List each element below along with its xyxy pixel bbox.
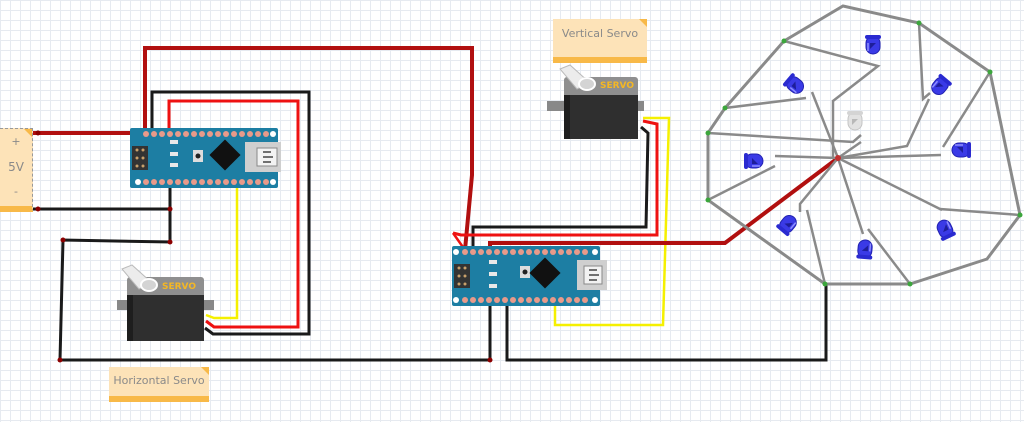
led-blue[interactable] [781,71,808,98]
power-supply-note[interactable]: + 5V - [0,128,33,212]
vertical-servo-label: Vertical Servo [561,27,639,40]
power-plus-label: + [11,135,21,148]
wire-arduino2-to-led-ground[interactable] [505,284,828,362]
node-dot [705,197,711,203]
led-blue[interactable] [933,216,958,243]
joint-dot [167,239,173,245]
joint-dot [35,206,41,212]
led-blue[interactable] [951,141,972,159]
led-wire[interactable] [707,164,776,202]
node-dot [705,130,711,136]
led-center-node [835,155,841,161]
led-blue[interactable] [855,238,875,261]
node-dot [822,281,828,287]
led-blue[interactable] [864,34,882,55]
horizontal-servo-label: Horizontal Servo [113,374,205,387]
led-wire[interactable] [724,96,807,110]
note-fold-icon [639,19,647,27]
led-center-wire[interactable] [837,140,862,160]
note-fold-icon [24,129,32,137]
power-voltage-label: 5V [8,160,24,174]
node-dot [722,105,728,111]
node-dot [781,38,787,44]
wire-arduino1-signal-to-hservo[interactable] [205,186,239,320]
led-wire[interactable] [805,209,827,285]
wire-arduino1-5v-to-hservo[interactable] [167,99,300,329]
joint-dot [60,237,66,243]
led-center-wire[interactable] [798,157,839,212]
node-dot [1017,212,1023,218]
joint-dot [167,206,173,212]
led-center-wire[interactable] [837,156,943,212]
led-white[interactable] [846,110,864,131]
led-wire[interactable] [939,207,1021,217]
node-dot [907,281,913,287]
led-outer-ring[interactable] [706,4,1022,286]
arduino-nano-1[interactable] [130,128,281,188]
note-fold-icon [201,367,209,375]
led-blue[interactable] [774,211,801,238]
wire-arduino2-gnd-to-vservo[interactable] [471,125,650,250]
led-center-wire[interactable] [774,154,839,160]
joint-dot [487,357,493,363]
joint-dot [35,130,41,136]
led-blue[interactable] [743,152,764,170]
led-center-wire[interactable] [836,157,865,235]
servo-label: SERVO [600,81,634,91]
horizontal-servo[interactable]: SERVO [117,264,214,341]
servo-label: SERVO [162,282,196,292]
wire-arduino2-5v-to-vservo[interactable] [452,119,659,237]
node-dot [987,69,993,75]
vertical-servo[interactable]: SERVO [547,64,644,139]
led-center-wire[interactable] [810,91,840,159]
led-wire[interactable] [867,228,911,285]
wire-arduino2-signal-to-vservo[interactable] [553,116,671,327]
led-wire[interactable] [707,131,862,144]
power-minus-label: - [14,185,18,198]
vertical-servo-note[interactable]: Vertical Servo [553,19,647,63]
led-blue[interactable] [927,72,954,99]
led-center-wire[interactable] [837,153,942,160]
wire-arduino1-gnd-to-hservo[interactable] [150,90,311,336]
led-wire[interactable] [917,22,931,102]
led-wire[interactable] [941,71,992,148]
wire-joints [35,130,493,363]
node-dot [916,20,922,26]
led-array [705,4,1023,287]
led-center-wire[interactable] [837,98,931,160]
arduino-nano-2[interactable] [452,246,607,306]
joint-dot [57,357,63,363]
horizontal-servo-note[interactable]: Horizontal Servo [109,367,209,402]
led-wire[interactable] [783,39,881,158]
wire-arduino1-vin-to-arduino2-vin[interactable] [143,46,474,251]
